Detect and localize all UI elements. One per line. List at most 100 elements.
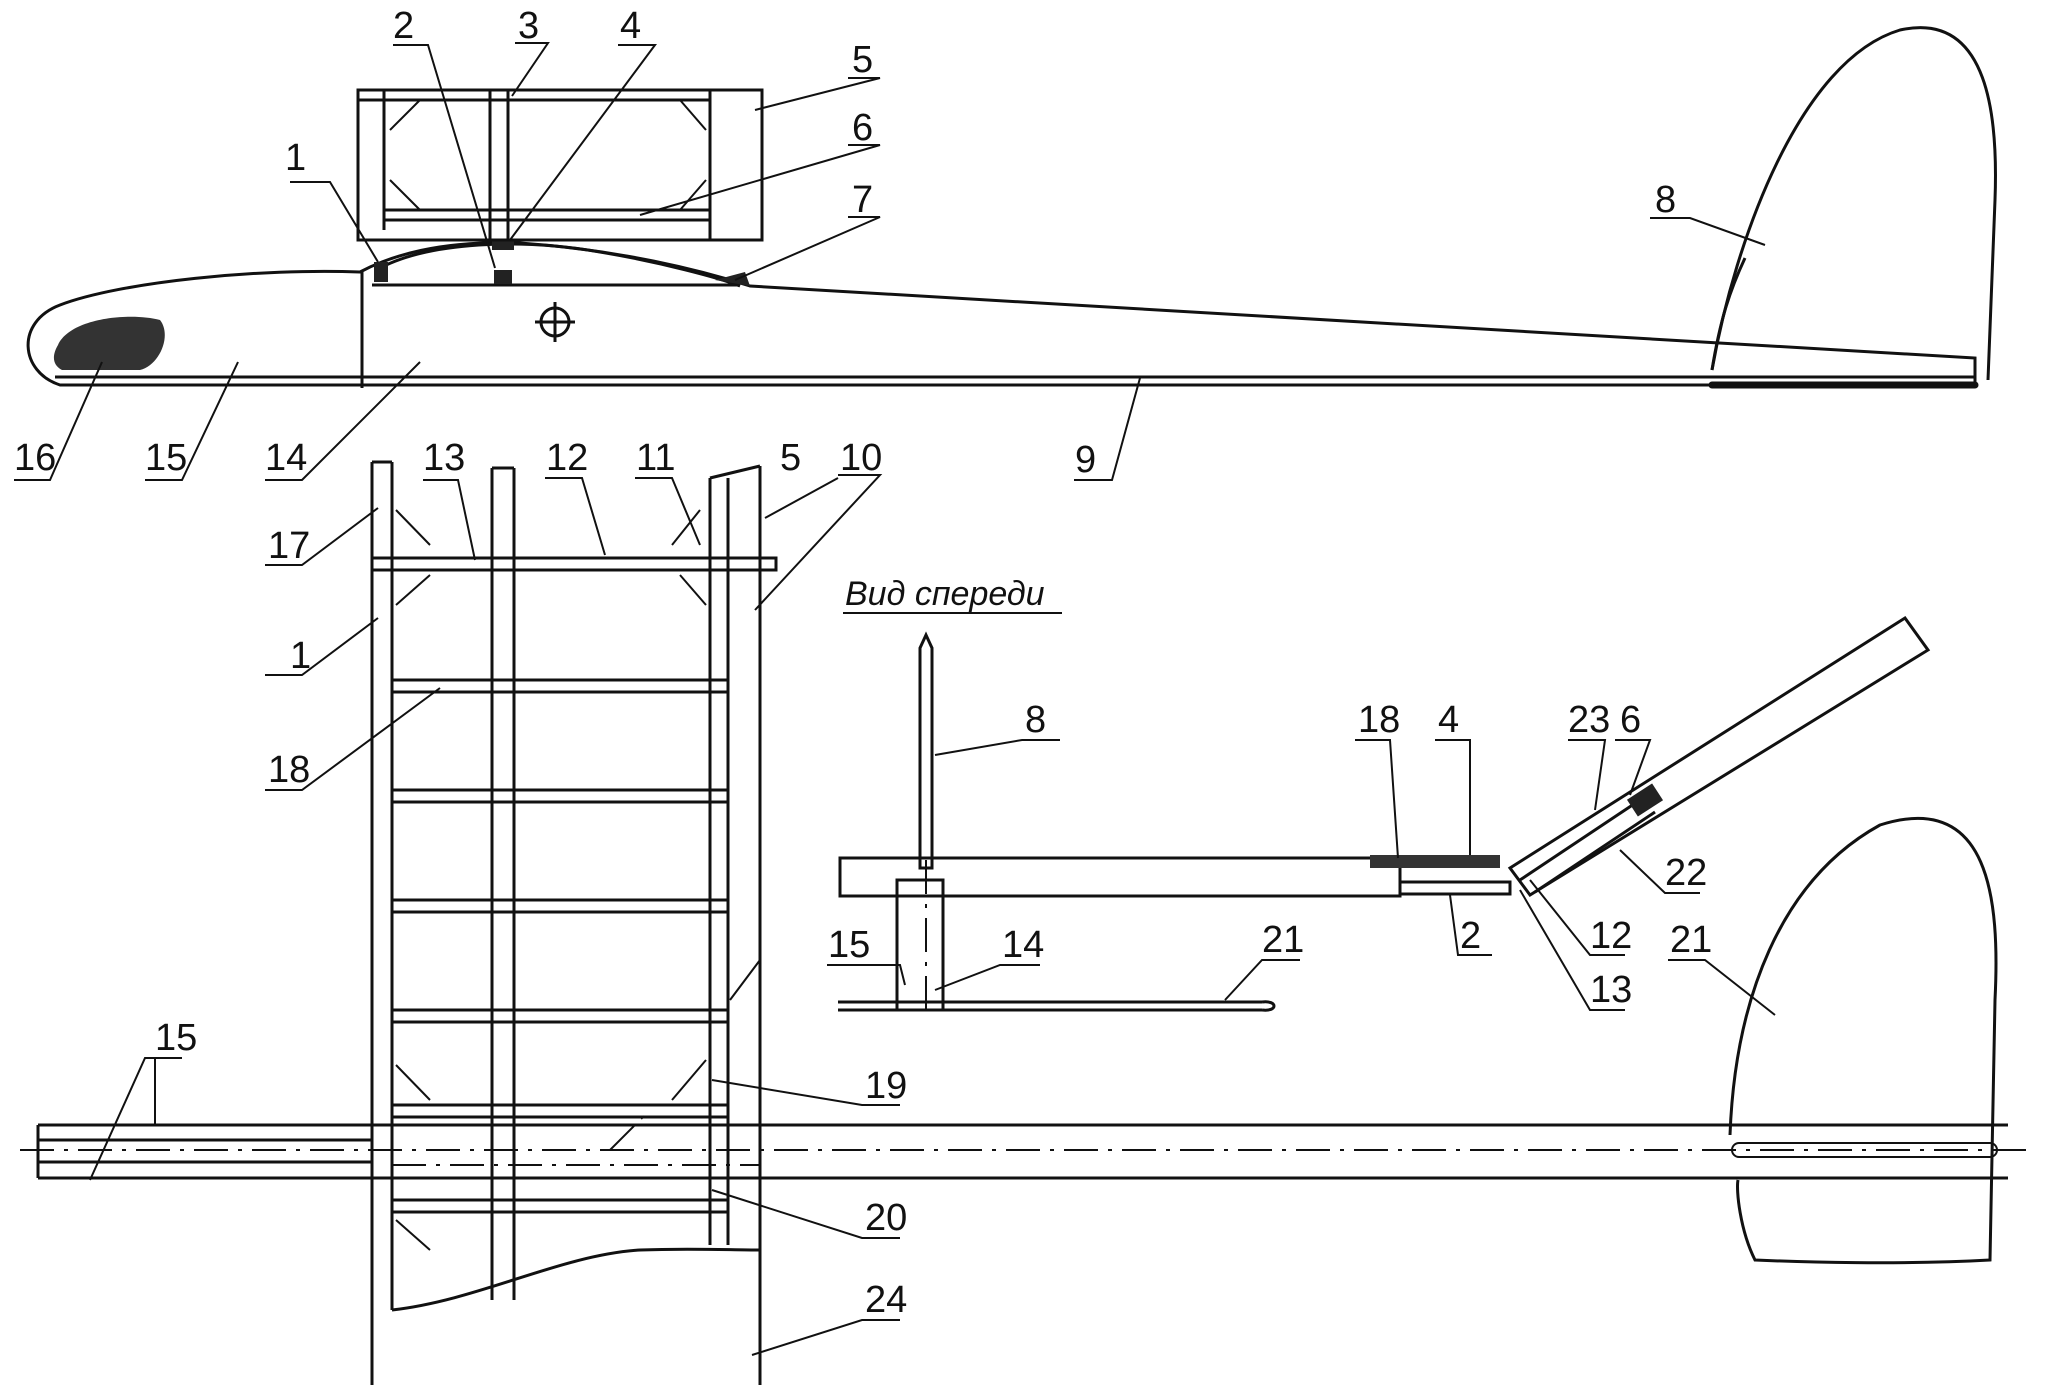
wing-dihedral-panel [1507, 615, 1931, 897]
callout-13: 13 [423, 437, 465, 479]
callout-16: 16 [14, 437, 56, 479]
part-7-block [715, 272, 750, 286]
rib-3 [390, 898, 730, 914]
gusset-2 [679, 99, 707, 131]
dihedral-joint [1370, 855, 1500, 868]
callout-labels: 1 2 3 4 5 6 7 8 9 10 11 12 13 14 15 16 5… [14, 5, 1712, 1321]
leader-8a [1650, 217, 1766, 246]
plan-view [20, 460, 2035, 1385]
wing-break-line [391, 1247, 761, 1312]
callout-14: 14 [265, 437, 307, 479]
leader-22 [1619, 849, 1700, 894]
leader-20 [711, 1189, 900, 1239]
leader-12a [545, 477, 606, 556]
diag-dash [609, 1109, 651, 1151]
callout-1: 1 [285, 137, 306, 179]
callout-17: 17 [268, 525, 310, 567]
callout-8: 8 [1655, 179, 1676, 221]
callout-21-front: 21 [1262, 919, 1304, 961]
callout-18-front: 18 [1358, 699, 1400, 741]
callout-3: 3 [518, 5, 539, 47]
leader-6a [639, 144, 881, 216]
leader-15a [145, 361, 239, 481]
leader-6b [1615, 739, 1652, 796]
callout-18: 18 [268, 749, 310, 791]
part-4-block [492, 240, 514, 250]
callout-15-front: 15 [828, 924, 870, 966]
leader-21a [1224, 959, 1300, 1001]
callout-9: 9 [1075, 439, 1096, 481]
leader-5a [754, 77, 881, 111]
leader-13b [1519, 889, 1625, 1011]
callout-6: 6 [852, 107, 873, 149]
callout-15: 15 [145, 437, 187, 479]
g4 [679, 574, 707, 606]
callout-24: 24 [865, 1279, 907, 1321]
callout-4-front: 4 [1438, 699, 1459, 741]
callout-6-front: 6 [1620, 699, 1641, 741]
gusset-4 [679, 179, 707, 211]
leader-14a [265, 361, 421, 481]
g3 [671, 509, 701, 546]
leader-18b [1355, 739, 1399, 859]
callout-5: 5 [852, 39, 873, 81]
leader-4a [509, 44, 657, 241]
rib-1 [390, 678, 730, 694]
side-view [26, 26, 1997, 389]
leader-18a [265, 687, 441, 791]
callout-1-plan: 1 [290, 635, 311, 677]
fin-top [1710, 26, 1997, 381]
joint-strip-22 [1534, 810, 1656, 894]
g1 [395, 509, 431, 546]
wing-front-centre [838, 856, 1402, 898]
rib-5 [390, 1103, 730, 1119]
callout-4: 4 [620, 5, 641, 47]
rib-4 [390, 1008, 730, 1024]
gusset-1 [389, 99, 421, 131]
callout-5-plan: 5 [780, 437, 801, 479]
part-6-front [1626, 783, 1664, 817]
wing-tip-edge [709, 464, 761, 480]
leader-11 [635, 477, 701, 546]
callout-2-front: 2 [1460, 915, 1481, 957]
g5 [395, 1064, 431, 1101]
callout-11: 11 [636, 437, 675, 479]
leader-5b [764, 477, 839, 519]
leader-21b [1668, 959, 1776, 1016]
leader-3 [511, 42, 550, 97]
stabilizer-plan [1728, 817, 1998, 1265]
leader-15b [827, 964, 906, 986]
callout-10: 10 [840, 437, 882, 479]
callout-14-front: 14 [1002, 924, 1044, 966]
wing-section-top [356, 88, 764, 242]
leader-4b [1435, 739, 1471, 855]
leader-10 [754, 474, 883, 611]
g2 [395, 574, 431, 606]
front-view [838, 615, 1931, 1012]
g8 [729, 959, 761, 1001]
callout-20: 20 [865, 1197, 907, 1239]
rib-6 [390, 1198, 730, 1214]
wing-ribs [370, 556, 778, 1214]
fin-plan-root [1731, 1142, 1998, 1158]
callout-23: 23 [1568, 699, 1610, 741]
fuselage-outline [26, 241, 1977, 387]
joint-plate-2 [1398, 880, 1512, 896]
leader-16 [14, 361, 103, 481]
callout-22: 22 [1665, 852, 1707, 894]
leader-24 [751, 1319, 900, 1356]
gussets [395, 509, 761, 1251]
leader-12b [1529, 879, 1625, 956]
gusset-3 [389, 179, 421, 211]
leader-17 [265, 507, 379, 566]
leader-13a [423, 479, 476, 561]
leader-lines [14, 42, 1776, 1356]
leader-19 [711, 1079, 900, 1106]
callout-2: 2 [393, 5, 414, 47]
leader-9 [1074, 377, 1141, 481]
leader-1b [265, 617, 379, 676]
leader-8b [934, 739, 1060, 756]
callout-7: 7 [852, 179, 873, 221]
leader-2 [393, 44, 496, 269]
